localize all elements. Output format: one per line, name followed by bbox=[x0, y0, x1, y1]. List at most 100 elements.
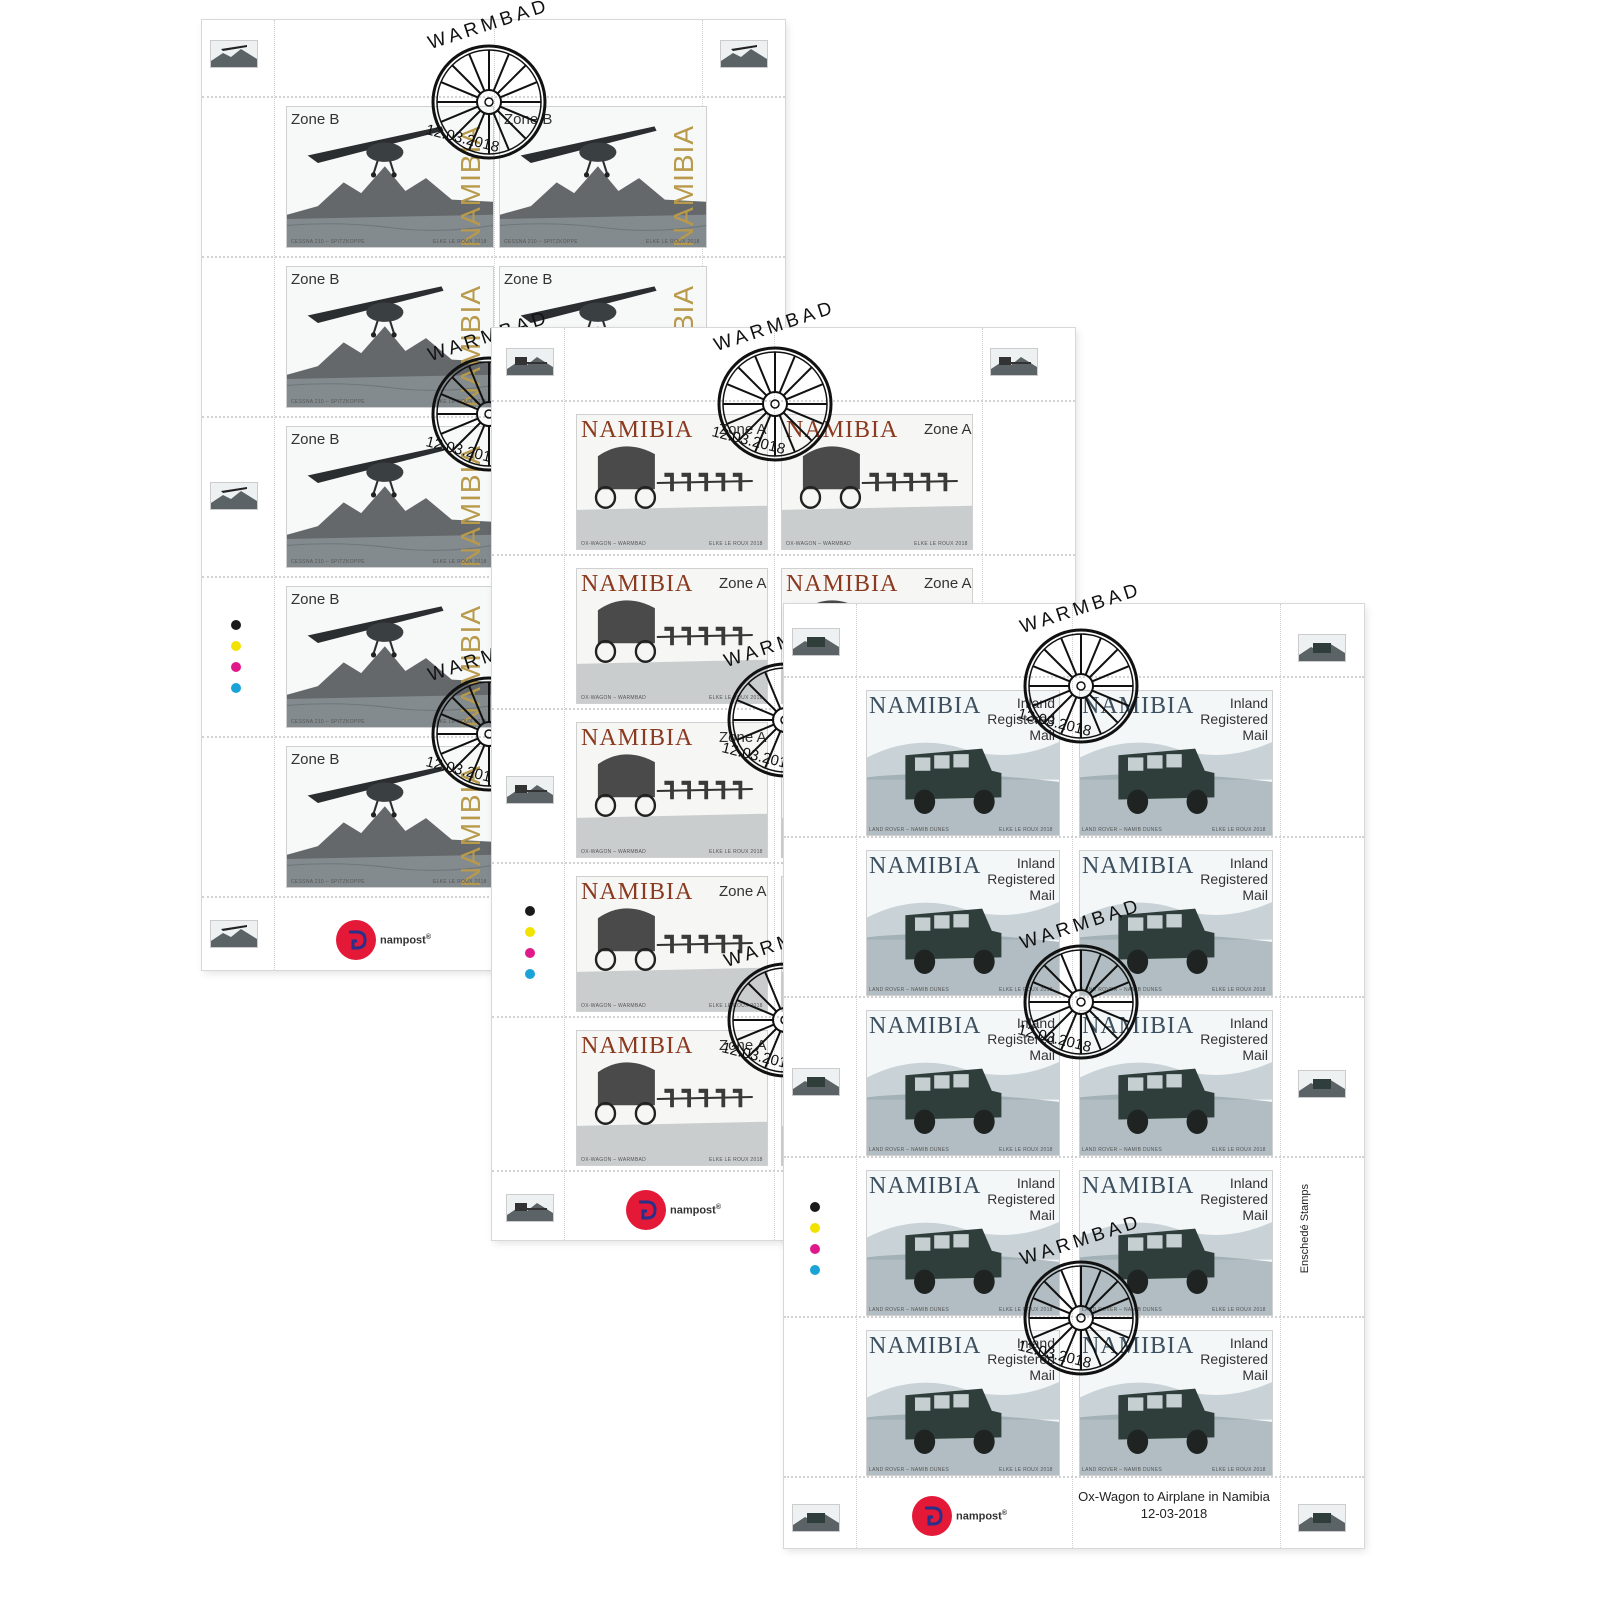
stamp-country: NAMIBIA bbox=[455, 605, 486, 728]
perforation-horizontal bbox=[784, 676, 1364, 678]
rover-thumbnail bbox=[792, 1504, 840, 1532]
stamp-caption: CESSNA 210 – SPITZKOPPE bbox=[291, 239, 365, 245]
stamp-country: NAMIBIA bbox=[455, 445, 486, 568]
stamp-artist: ELKE LE ROUX 2018 bbox=[914, 541, 968, 547]
stamp-country: NAMIBIA bbox=[1082, 853, 1195, 879]
stamp-country: NAMIBIA bbox=[455, 285, 486, 408]
stamp-mail-label: Inland Registered Mail bbox=[987, 855, 1055, 903]
stamp-zone-label: Zone B bbox=[504, 111, 553, 128]
perforation-horizontal bbox=[492, 1170, 1075, 1172]
sheet-caption: Ox-Wagon to Airplane in Namibia 12-03-20… bbox=[1074, 1488, 1274, 1522]
registration-dot bbox=[525, 969, 535, 979]
stamp-artist: ELKE LE ROUX 2018 bbox=[999, 1467, 1053, 1473]
nampost-logo-text: nampost® bbox=[956, 1509, 1008, 1523]
stamp-mail-label: Inland Registered Mail bbox=[987, 695, 1055, 743]
stamp-artist: ELKE LE ROUX 2018 bbox=[1212, 1467, 1266, 1473]
perforation-vertical bbox=[564, 328, 565, 1240]
airplane-thumbnail bbox=[210, 920, 258, 948]
stamp-mail-label: Inland Registered Mail bbox=[987, 1175, 1055, 1223]
stamp-caption: CESSNA 210 – SPITZKOPPE bbox=[291, 399, 365, 405]
registration-dot bbox=[231, 662, 241, 672]
stamp-caption: LAND ROVER – NAMIB DUNES bbox=[1082, 1147, 1162, 1153]
stamp-country: NAMIBIA bbox=[581, 571, 694, 597]
nampost-logo-mark: ® bbox=[425, 933, 432, 941]
sheet-land-rover: Enschedé Stamps Ox-Wagon to Airplane in … bbox=[784, 579, 1364, 1548]
stamp-artist: ELKE LE ROUX 2018 bbox=[709, 1003, 763, 1009]
stamp-caption: OX-WAGON – WARMBAD bbox=[581, 849, 647, 855]
nampost-logo-text: nampost® bbox=[380, 933, 432, 947]
wagon-thumbnail bbox=[506, 1194, 554, 1222]
stamp-caption: LAND ROVER – NAMIB DUNES bbox=[869, 827, 949, 833]
printer-imprint: Enschedé Stamps bbox=[1299, 1184, 1311, 1274]
stamp-zone-label: Zone A bbox=[719, 729, 767, 746]
stamp-zone-label: Zone A bbox=[924, 421, 972, 438]
stamp-caption: LAND ROVER – NAMIB DUNES bbox=[869, 1467, 949, 1473]
stamp-caption: LAND ROVER – NAMIB DUNES bbox=[1082, 1467, 1162, 1473]
perforation-vertical bbox=[274, 20, 275, 970]
stamp-country: NAMIBIA bbox=[869, 853, 982, 879]
stamp-zone-label: Zone A bbox=[719, 575, 767, 592]
stamp-artist: ELKE LE ROUX 2018 bbox=[433, 559, 487, 565]
nampost-logo-text: nampost® bbox=[670, 1203, 722, 1217]
stamp-mail-label: Inland Registered Mail bbox=[987, 1335, 1055, 1383]
stamp-artist: ELKE LE ROUX 2018 bbox=[646, 239, 700, 245]
sheet-title: Ox-Wagon to Airplane in Namibia bbox=[1078, 1489, 1270, 1504]
stamp-caption: OX-WAGON – WARMBAD bbox=[786, 541, 852, 547]
registration-dot bbox=[810, 1223, 820, 1233]
stamp-caption: OX-WAGON – WARMBAD bbox=[581, 1157, 647, 1163]
perforation-horizontal bbox=[492, 400, 1075, 402]
stamp-country: NAMIBIA bbox=[869, 1333, 982, 1359]
registration-dot bbox=[231, 641, 241, 651]
stamp-country: NAMIBIA bbox=[581, 725, 694, 751]
stamp-artist: ELKE LE ROUX 2018 bbox=[1212, 1307, 1266, 1313]
registration-dot bbox=[231, 683, 241, 693]
stamp-caption: CESSNA 210 – SPITZKOPPE bbox=[504, 239, 578, 245]
stamp-artist: ELKE LE ROUX 2018 bbox=[1212, 827, 1266, 833]
stamp-caption: LAND ROVER – NAMIB DUNES bbox=[1082, 827, 1162, 833]
rover-thumbnail bbox=[792, 1068, 840, 1096]
stamp-country: NAMIBIA bbox=[581, 1033, 694, 1059]
rover-thumbnail bbox=[792, 628, 840, 656]
stamp-artist: ELKE LE ROUX 2018 bbox=[999, 827, 1053, 833]
registration-dot bbox=[525, 948, 535, 958]
stamp-zone-label: Zone A bbox=[924, 575, 972, 592]
stamp-caption: LAND ROVER – NAMIB DUNES bbox=[869, 987, 949, 993]
sheet-issue-date: 12-03-2018 bbox=[1140, 1506, 1208, 1521]
registration-dot bbox=[810, 1202, 820, 1212]
stamp-mail-label: Inland Registered Mail bbox=[1200, 1175, 1268, 1223]
perforation-horizontal bbox=[202, 256, 785, 258]
stamp-caption: OX-WAGON – WARMBAD bbox=[581, 1003, 647, 1009]
registration-dot bbox=[231, 620, 241, 630]
stamp-zone-label: Zone B bbox=[291, 111, 340, 128]
stamp-artist: ELKE LE ROUX 2018 bbox=[433, 719, 487, 725]
registration-dot bbox=[525, 927, 535, 937]
stamp-zone-label: Zone B bbox=[291, 271, 340, 288]
stamp-caption: OX-WAGON – WARMBAD bbox=[581, 541, 647, 547]
registration-dot bbox=[810, 1244, 820, 1254]
stamp-zone-label: Zone B bbox=[504, 271, 553, 288]
stamp-country: NAMIBIA bbox=[869, 1013, 982, 1039]
perforation-horizontal bbox=[202, 96, 785, 98]
stamp-mail-label: Inland Registered Mail bbox=[1200, 1015, 1268, 1063]
stamp-zone-label: Zone B bbox=[291, 591, 340, 608]
stamp-country: NAMIBIA bbox=[869, 1173, 982, 1199]
stamp-country: NAMIBIA bbox=[455, 125, 486, 248]
registration-dot bbox=[525, 906, 535, 916]
stamp-artist: ELKE LE ROUX 2018 bbox=[709, 541, 763, 547]
nampost-logo-icon bbox=[912, 1496, 952, 1536]
